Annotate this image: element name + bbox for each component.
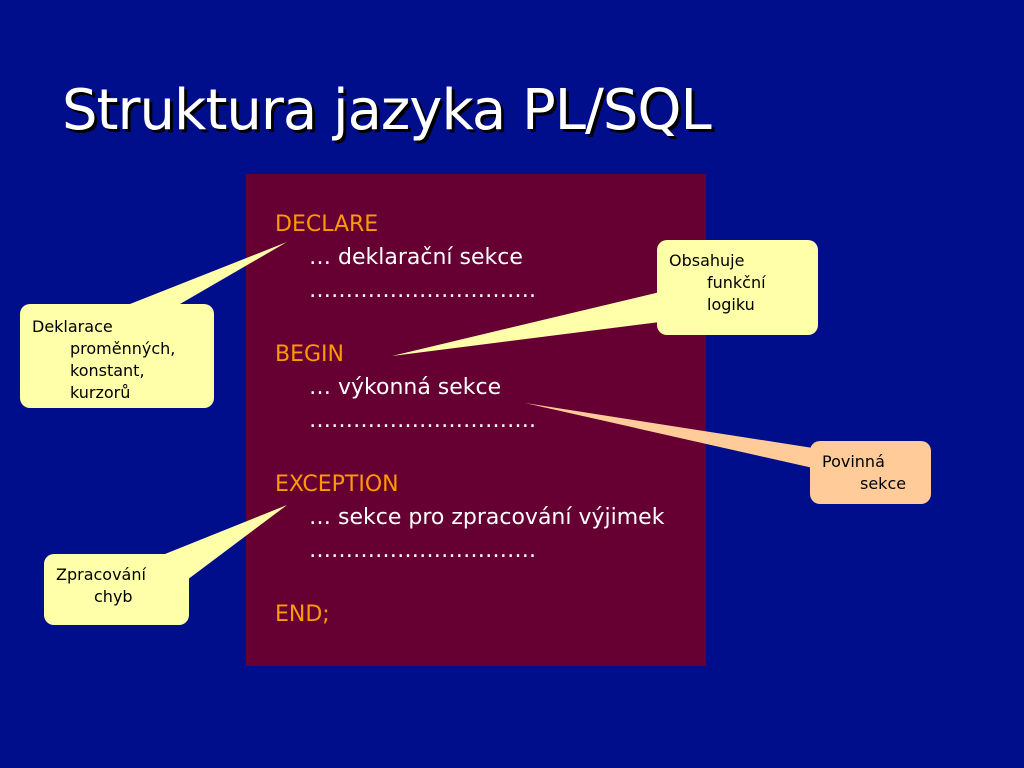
declare-keyword: DECLARE — [275, 212, 379, 237]
callout-declarations: Deklarace proměnných, konstant, kurzorů — [20, 304, 214, 408]
callout-logic-line-2: funkční — [707, 273, 766, 292]
end-keyword: END; — [275, 602, 330, 627]
callout-mandatory: Povinná sekce — [810, 441, 931, 504]
declare-section-text: … deklarační sekce — [309, 245, 523, 270]
slide-title: Struktura jazyka PL/SQL — [62, 78, 712, 143]
exception-dots: …………………………. — [309, 538, 536, 563]
callout-logic-line-1: Obsahuje — [669, 251, 745, 270]
callout-logic: Obsahuje funkční logiku — [657, 240, 818, 335]
declare-dots: …………………………. — [309, 278, 536, 303]
callout-declarations-line-1: Deklarace — [32, 317, 113, 336]
callout-declarations-line-4: kurzorů — [70, 383, 131, 402]
begin-keyword: BEGIN — [275, 342, 344, 367]
callout-mandatory-line-1: Povinná — [822, 452, 885, 471]
callout-declarations-line-2: proměnných, — [70, 339, 176, 358]
callout-errors-line-1: Zpracování — [56, 565, 146, 584]
exception-keyword: EXCEPTION — [275, 472, 399, 497]
mandatory-pointer — [525, 403, 813, 468]
logic-pointer — [392, 292, 660, 356]
callout-logic-line-3: logiku — [707, 295, 755, 314]
begin-dots: …………………………. — [309, 408, 536, 433]
declarations-pointer — [130, 242, 287, 304]
callout-errors: Zpracování chyb — [44, 554, 189, 625]
callout-declarations-line-3: konstant, — [70, 361, 145, 380]
exception-section-text: … sekce pro zpracování výjimek — [309, 505, 665, 530]
begin-section-text: … výkonná sekce — [309, 375, 502, 400]
callout-errors-line-2: chyb — [94, 587, 133, 606]
callout-mandatory-line-2: sekce — [860, 474, 907, 493]
